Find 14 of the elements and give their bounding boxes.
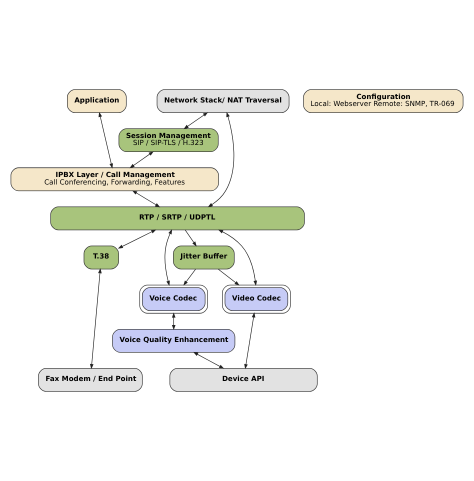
arrow (164, 229, 172, 286)
arrow (129, 151, 154, 168)
arrow (184, 112, 208, 130)
arrow (218, 268, 240, 286)
arrow (193, 352, 224, 369)
arrow (218, 230, 258, 286)
arrow (90, 268, 102, 370)
arrow (208, 112, 234, 208)
arrow (184, 230, 197, 247)
arrow (132, 190, 160, 208)
arrow (118, 230, 156, 249)
arrow (244, 312, 256, 370)
arrow (183, 268, 196, 286)
arrow (98, 112, 113, 169)
